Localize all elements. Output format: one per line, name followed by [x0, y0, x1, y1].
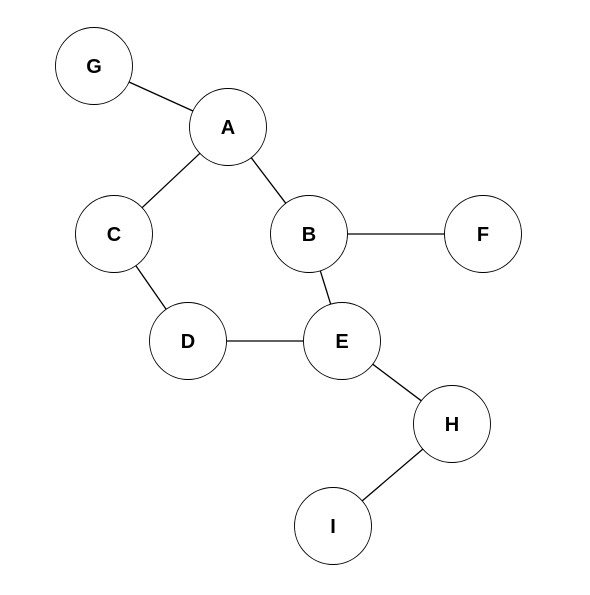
- edges-layer: [128, 81, 445, 502]
- node-circle-e: [303, 302, 381, 380]
- node-circle-g: [55, 27, 133, 105]
- node-label-b: B: [302, 224, 316, 246]
- node-label-e: E: [335, 331, 348, 353]
- node-g: G: [55, 27, 133, 105]
- edge-g-a: [128, 81, 194, 112]
- node-h: H: [413, 385, 491, 463]
- edge-a-b: [250, 157, 287, 204]
- node-label-h: H: [445, 414, 459, 436]
- node-circle-i: [294, 487, 372, 565]
- edge-h-i: [361, 448, 424, 502]
- node-label-i: I: [330, 516, 336, 538]
- node-a: A: [189, 88, 267, 166]
- node-label-f: F: [477, 224, 489, 246]
- node-circle-f: [444, 195, 522, 273]
- edge-e-h: [372, 363, 422, 402]
- node-f: F: [444, 195, 522, 273]
- node-circle-b: [270, 195, 348, 273]
- node-label-d: D: [181, 331, 195, 353]
- node-circle-h: [413, 385, 491, 463]
- edge-a-c: [141, 152, 201, 209]
- node-label-g: G: [86, 56, 102, 78]
- node-circle-d: [149, 302, 227, 380]
- node-e: E: [303, 302, 381, 380]
- node-circle-a: [189, 88, 267, 166]
- node-i: I: [294, 487, 372, 565]
- node-d: D: [149, 302, 227, 380]
- node-label-a: A: [221, 117, 235, 139]
- node-c: C: [75, 195, 153, 273]
- edge-c-d: [135, 265, 167, 310]
- node-label-c: C: [107, 224, 121, 246]
- nodes-layer: G A C B F D E H I: [55, 27, 522, 565]
- edge-b-e: [319, 270, 332, 305]
- node-b: B: [270, 195, 348, 273]
- node-circle-c: [75, 195, 153, 273]
